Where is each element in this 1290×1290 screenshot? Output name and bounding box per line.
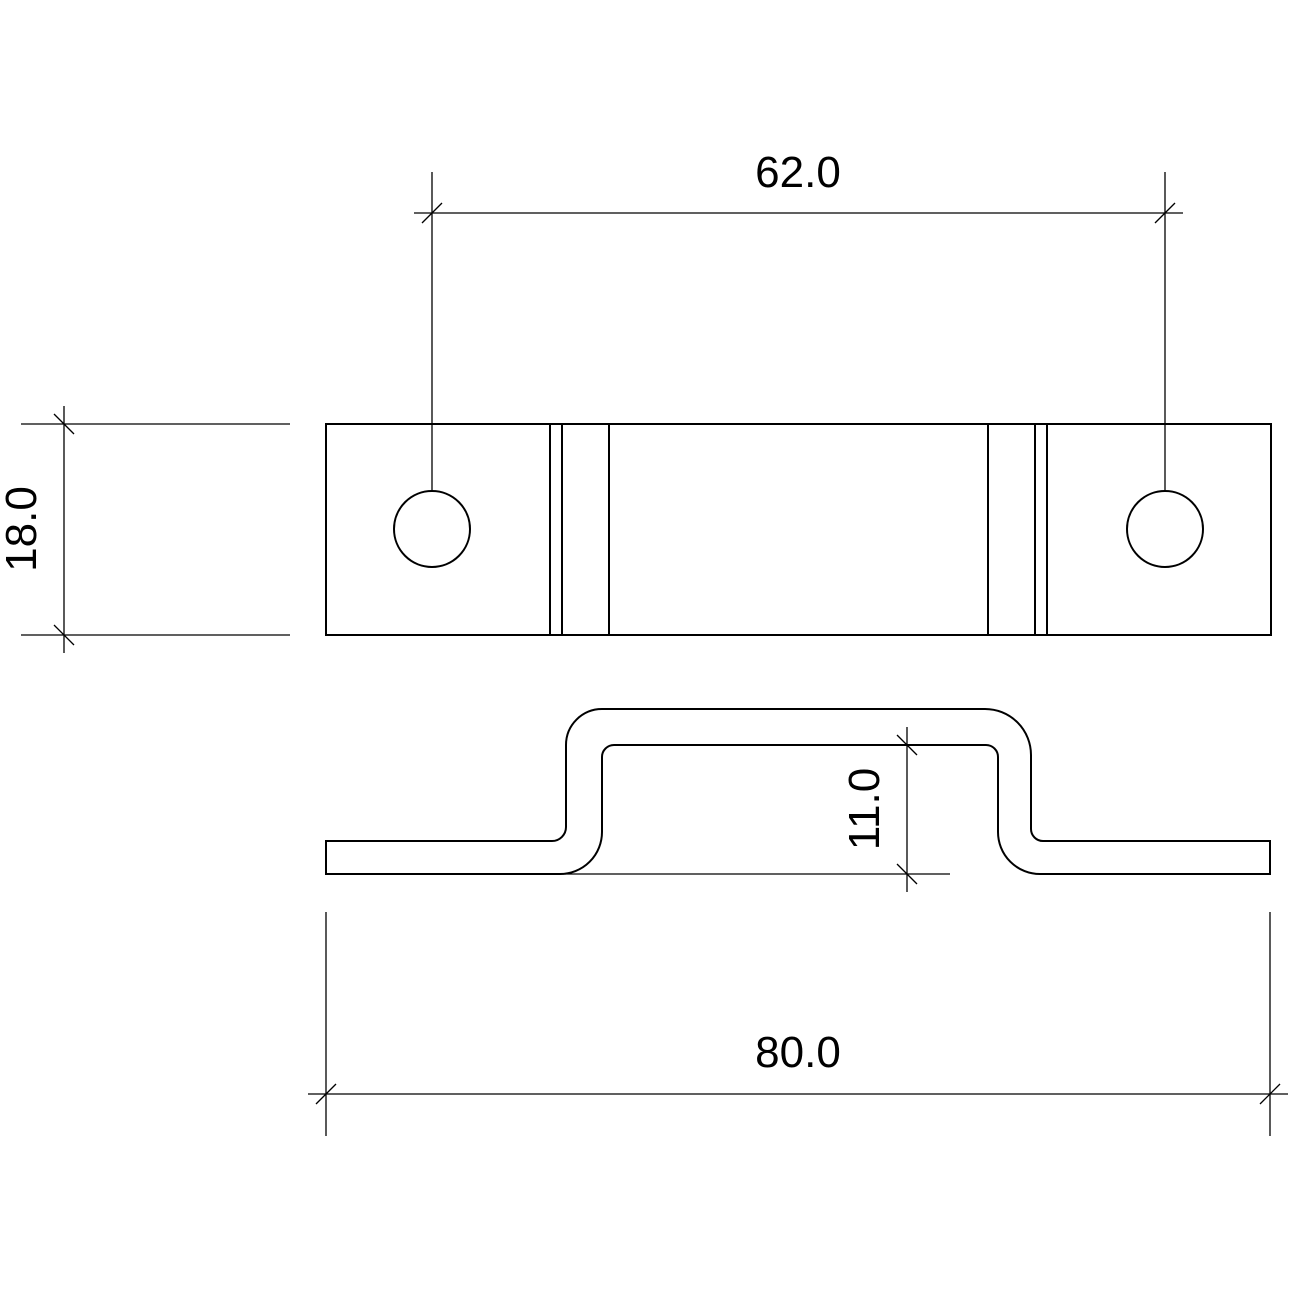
dimension-label-width: 18.0 — [0, 486, 46, 572]
plate-outline — [325, 423, 1272, 636]
top-view — [325, 423, 1272, 636]
dimension-label-hole-spacing: 62.0 — [755, 148, 841, 197]
mounting-hole-left — [393, 490, 471, 568]
dimension-label-bend-height: 11.0 — [840, 768, 889, 850]
side-view — [325, 708, 1271, 875]
dimension-label-overall-length: 80.0 — [755, 1028, 841, 1077]
dimension-bend-height: 11.0 — [565, 727, 950, 892]
tick-mark-left — [421, 202, 443, 224]
tick-mark-top — [53, 413, 75, 435]
tick-mark-right — [1154, 202, 1176, 224]
bracket-profile — [325, 708, 1271, 875]
tick-mark-top — [896, 734, 918, 756]
tick-mark-left — [315, 1083, 337, 1105]
tick-mark-bottom — [896, 863, 918, 885]
tick-mark-bottom — [53, 624, 75, 646]
dimension-hole-spacing: 62.0 — [414, 148, 1183, 491]
mounting-hole-right — [1126, 490, 1204, 568]
dimension-width: 18.0 — [0, 406, 290, 653]
tick-mark-right — [1259, 1083, 1281, 1105]
dimension-overall-length: 80.0 — [308, 912, 1288, 1136]
